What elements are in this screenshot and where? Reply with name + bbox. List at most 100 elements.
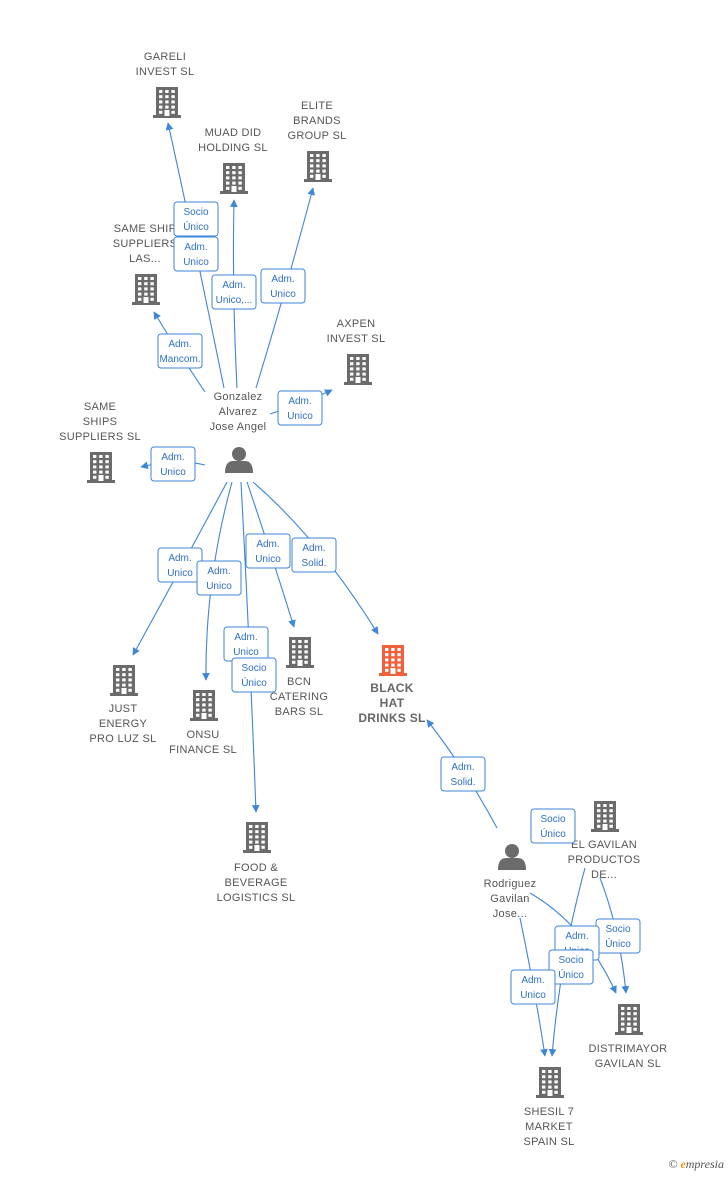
company-node-onsu[interactable]: ONSU FINANCE SL <box>169 690 237 756</box>
relation-label-text: Adm. <box>207 566 230 577</box>
entity-nodes: GARELI INVEST SL MUAD DID HOLDING SL ELITEBR… <box>59 51 667 1148</box>
node-label-line: Jose Angel <box>210 421 267 433</box>
relation-label-text: Unico <box>520 990 546 1001</box>
relation-label-text: Adm. <box>451 762 474 773</box>
node-label-line: Gonzalez <box>214 391 263 403</box>
node-label-line: ENERGY <box>99 718 148 730</box>
company-node-axpen[interactable]: AXPEN INVEST SL <box>327 318 386 385</box>
relation-label-5[interactable]: Adm.Unico <box>277 390 323 426</box>
relation-label-3[interactable]: Adm.Unico <box>260 268 306 304</box>
node-label-line: INVEST SL <box>136 66 195 78</box>
node-label-line: GROUP SL <box>287 130 346 142</box>
relation-label-13[interactable]: Adm. Solid. <box>440 756 486 792</box>
node-label-line: HAT <box>380 696 405 710</box>
node-label-line: LOGISTICS SL <box>217 892 296 904</box>
node-label-line: BEVERAGE <box>225 877 288 889</box>
empresia-watermark: © empresia <box>668 1157 724 1172</box>
relation-label-7[interactable]: Adm.Unico <box>157 547 203 583</box>
relation-label-11[interactable]: Adm.Unico <box>223 626 269 662</box>
relation-label-8[interactable]: Adm.Unico <box>196 560 242 596</box>
node-label-line: INVEST SL <box>327 333 386 345</box>
person-icon <box>225 447 253 473</box>
relation-label-text: Único <box>241 676 267 689</box>
node-label-line: PRO LUZ SL <box>89 733 156 745</box>
relation-label-box <box>260 268 306 304</box>
building-icon <box>379 645 407 676</box>
relation-label-10[interactable]: Adm. Solid. <box>291 537 337 573</box>
building-icon <box>190 690 218 721</box>
relation-label-9[interactable]: Adm. Unico <box>245 533 291 569</box>
relation-label-text: Adm. <box>184 242 207 253</box>
relation-label-text: Adm. <box>234 632 257 643</box>
company-node-sameshiplas[interactable]: SAME SHIPSUPPLIERSLAS... <box>113 223 177 305</box>
building-icon <box>87 452 115 483</box>
relation-label-box <box>157 333 203 369</box>
node-label-line: Jose... <box>493 908 528 920</box>
node-label-line: MARKET <box>525 1121 573 1133</box>
relation-label-text: Adm. <box>302 543 325 554</box>
relation-label-text: Adm. <box>161 452 184 463</box>
brand-rest: mpresia <box>685 1157 724 1171</box>
node-label-line: EL GAVILAN <box>571 839 637 851</box>
relation-label-text: Socio <box>241 663 266 674</box>
node-label-line: DRINKS SL <box>358 711 425 725</box>
relation-label-text: Solid. <box>450 777 475 788</box>
relation-label-text: Único <box>540 827 566 840</box>
company-node-elgavilan[interactable]: EL GAVILANPRODUCTOSDE... <box>568 801 641 881</box>
relation-label-2[interactable]: Adm.Unico,... <box>211 274 257 310</box>
relation-label-text: Unico <box>160 467 186 478</box>
node-label-line: SHIPS <box>83 416 118 428</box>
copyright-symbol: © <box>668 1157 678 1171</box>
node-label-line: MUAD DID <box>205 127 262 139</box>
person-node-rodriguez[interactable]: RodriguezGavilanJose... <box>484 844 537 920</box>
building-icon <box>153 87 181 118</box>
relation-label-4[interactable]: Adm.Mancom. <box>157 333 203 369</box>
relation-label-box <box>440 756 486 792</box>
relation-label-18[interactable]: Adm.Unico <box>510 969 556 1005</box>
node-label-line: LAS... <box>129 253 161 265</box>
building-icon <box>286 637 314 668</box>
relation-label-box <box>196 560 242 596</box>
relation-label-text: Socio <box>558 955 583 966</box>
relation-label-6[interactable]: Adm. Unico <box>150 446 196 482</box>
relation-label-text: Único <box>605 937 631 950</box>
node-label-line: SUPPLIERS SL <box>59 431 141 443</box>
relation-label-text: Adm. <box>271 274 294 285</box>
node-label-line: HOLDING SL <box>198 142 268 154</box>
relationship-labels: SocioÚnicoAdm.UnicoAdm.Unico,...Adm.Unic… <box>150 201 641 1005</box>
relation-label-1[interactable]: Adm.Unico <box>173 236 219 272</box>
node-label-line: ONSU <box>187 729 220 741</box>
company-node-gareli[interactable]: GARELI INVEST SL <box>136 51 195 118</box>
building-icon <box>132 274 160 305</box>
node-label-line: FINANCE SL <box>169 744 237 756</box>
relation-label-text: Solid. <box>301 558 326 569</box>
node-label-line: GARELI <box>144 51 186 63</box>
node-label-line: DISTRIMAYOR <box>589 1043 668 1055</box>
relation-label-text: Unico <box>255 554 281 565</box>
relation-label-text: Adm. <box>222 280 245 291</box>
building-icon <box>304 151 332 182</box>
relation-label-box <box>291 537 337 573</box>
relation-label-text: Adm. <box>565 931 588 942</box>
relation-label-box <box>211 274 257 310</box>
node-label-line: AXPEN <box>337 318 376 330</box>
person-icon <box>498 844 526 870</box>
relation-label-text: Adm. <box>256 539 279 550</box>
node-label-line: CATERING <box>270 691 328 703</box>
company-node-muad[interactable]: MUAD DID HOLDING SL <box>198 127 268 194</box>
relation-label-box <box>150 446 196 482</box>
